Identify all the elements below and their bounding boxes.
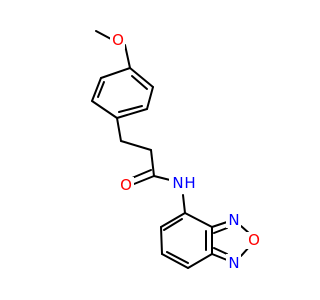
atom-n-ring-top: N xyxy=(228,211,239,229)
bond-phenyl-3 xyxy=(116,108,148,119)
bond-nitrogen-ring xyxy=(182,194,186,214)
atom-o-methoxy: O xyxy=(112,31,124,49)
atom-o-ring: O xyxy=(248,231,260,249)
bond-phenyl-6 xyxy=(100,67,131,79)
bond-carbonyl-nitrogen xyxy=(153,175,171,181)
bond-benzo-4 xyxy=(187,253,213,269)
bond-ring-n-bottom xyxy=(211,253,228,261)
bond-phenyl-inner-2 xyxy=(118,105,143,113)
atom-n-amide: N xyxy=(172,174,183,192)
atom-h-amide: H xyxy=(184,174,195,192)
atom-labels: O O N H N O N xyxy=(110,31,261,272)
bond-ch2-ch2 xyxy=(120,140,152,151)
molecule-structure: O O N H N O N xyxy=(91,30,261,272)
bond-benzo-1 xyxy=(160,212,186,228)
bond-phenyl-2 xyxy=(146,86,154,110)
bond-phenyl-inner-1 xyxy=(131,75,148,90)
atom-n-ring-bottom: N xyxy=(228,254,239,272)
bond-ring-n-bottom-double xyxy=(213,247,228,255)
benzoxadiazole-ring xyxy=(160,212,251,269)
propanamide-chain xyxy=(116,117,186,214)
bond-benzo-6 xyxy=(184,212,213,228)
methoxy-group xyxy=(95,30,131,69)
bond-ring-n-top xyxy=(211,221,228,228)
bond-ring-n-top-double xyxy=(213,227,228,234)
bond-phenyl-inner-3 xyxy=(97,81,105,98)
bond-benzo-3 xyxy=(161,253,189,269)
bond-benzo-inner-2 xyxy=(166,251,189,264)
bond-carbonyl-double-1 xyxy=(133,175,155,185)
atom-o-carbonyl: O xyxy=(120,176,132,194)
phenyl-ring xyxy=(91,67,154,119)
bond-ring-ch2 xyxy=(116,117,122,142)
bond-carbonyl-double-2 xyxy=(131,169,152,179)
bond-benzo-2 xyxy=(160,226,163,255)
bond-phenyl-1 xyxy=(129,67,154,88)
bond-methyl-oxygen xyxy=(95,30,112,40)
bond-ch2-carbonyl xyxy=(150,149,155,177)
bond-phenyl-5 xyxy=(91,77,102,102)
bond-benzo-inner-1 xyxy=(163,218,183,231)
bond-phenyl-4 xyxy=(91,100,118,119)
bond-oxygen-ring xyxy=(124,44,131,69)
